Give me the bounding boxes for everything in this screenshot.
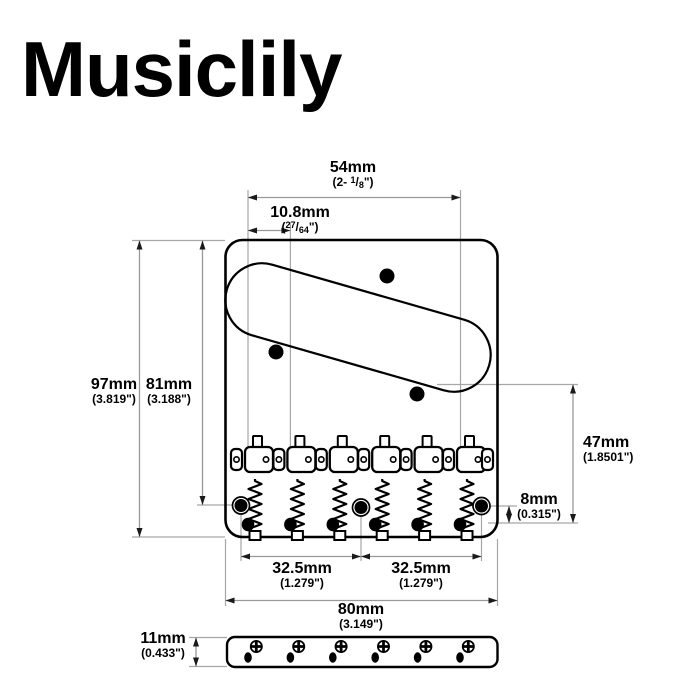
pickup-cutout <box>224 262 492 393</box>
side-plate-outline <box>225 635 499 669</box>
bridge-plate-outline <box>224 238 499 539</box>
bridge-side-view <box>225 635 499 669</box>
pickup-screw-hole <box>268 344 284 360</box>
saddles <box>229 434 495 474</box>
dim-label-32-5mm-right: 32.5mm (1.279") <box>391 560 451 591</box>
saddle-end-hole <box>483 455 491 463</box>
dim-label-8mm: 8mm (0.315") <box>517 491 561 522</box>
pickup-screw-hole <box>409 386 425 402</box>
dim-label-32-5mm-left: 32.5mm (1.279") <box>272 560 332 591</box>
pickup-screw-hole <box>379 268 395 284</box>
dim-label-11mm: 11mm (0.433") <box>140 630 186 661</box>
brand-logo: Musiclily <box>21 25 342 113</box>
side-string-holes <box>244 652 464 663</box>
dim-label-47mm: 47mm (1.8501") <box>583 434 634 465</box>
bridge-top-view <box>224 238 499 542</box>
bridge-plate-fill <box>225 240 498 537</box>
dim-label-81mm: 81mm (3.188") <box>145 376 193 407</box>
dim-label-10-8mm: 10.8mm (27/64") <box>270 204 330 236</box>
extension-lines <box>132 190 578 668</box>
dim-label-54mm: 54mm (2- 1/8") <box>329 159 377 191</box>
dim-label-80mm: 80mm (3.149") <box>337 601 385 632</box>
dim-label-97mm: 97mm (3.819") <box>90 376 138 407</box>
